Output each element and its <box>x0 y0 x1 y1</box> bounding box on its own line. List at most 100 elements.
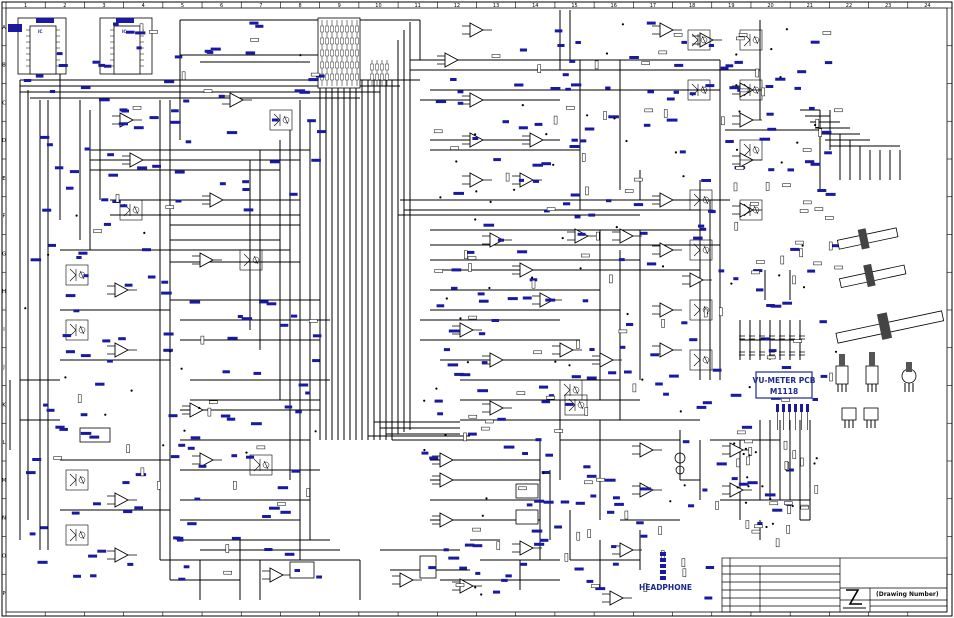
component-ref-tag <box>311 158 321 162</box>
component-ref-tag <box>269 506 280 510</box>
junction-dot <box>735 84 738 87</box>
component-ref-tag <box>688 504 695 508</box>
component-ref-tag <box>277 486 289 490</box>
component-ref-tag <box>522 296 532 300</box>
component-ref-tag <box>782 301 792 305</box>
junction-dot <box>104 413 107 416</box>
junction-dot <box>621 23 625 26</box>
op-amp <box>209 192 224 208</box>
resistor <box>793 339 802 343</box>
resistor <box>546 207 556 211</box>
border-tick-label: 7 <box>259 3 262 9</box>
component-ref-tag <box>294 569 300 572</box>
component-ref-tag <box>448 556 460 560</box>
resistor <box>682 568 687 578</box>
component-ref-tag <box>545 298 556 302</box>
resistor <box>209 400 218 404</box>
resistor <box>784 461 789 470</box>
junction-dot <box>682 175 685 178</box>
component-ref-tag <box>643 123 651 127</box>
resistor <box>505 172 510 182</box>
component-ref-tag <box>503 445 515 449</box>
component-ref-tag <box>161 291 172 295</box>
component-ref-tag <box>741 425 753 429</box>
title-block: (Drawing Number) <box>721 557 948 613</box>
component-ref-tag <box>712 368 722 372</box>
component-ref-tag <box>757 521 763 525</box>
junction-dot <box>801 244 804 247</box>
border-tick-label: 11 <box>415 3 421 9</box>
resistor <box>746 456 750 466</box>
component-ref-tag <box>459 373 471 377</box>
component-ref-tag <box>118 122 128 126</box>
component-ref-tag <box>554 525 562 529</box>
component-ref-tag <box>35 74 44 78</box>
component-ref-tag <box>118 337 126 341</box>
op-amp <box>489 400 504 416</box>
component-ref-tag <box>308 78 319 82</box>
capacitor <box>739 335 745 340</box>
op-amp <box>459 322 474 338</box>
component-ref-tag <box>279 323 289 327</box>
component-ref-tag <box>575 501 585 505</box>
junction-dot <box>168 350 172 353</box>
resistor <box>733 182 738 192</box>
component-ref-tag <box>467 432 477 436</box>
component-ref-tag <box>766 112 774 116</box>
resistor <box>780 255 785 265</box>
junction-dot <box>834 350 838 353</box>
resistor <box>814 207 824 211</box>
component-ref-tag <box>767 127 777 131</box>
component-ref-tag <box>298 383 309 387</box>
transistor-cell <box>689 299 713 321</box>
fader-drawings <box>835 227 945 428</box>
component-ref-tag <box>497 417 506 421</box>
component-ref-tag <box>104 64 112 68</box>
component-ref-tag <box>725 64 734 68</box>
op-amp <box>659 22 674 38</box>
component-ref-tag <box>613 496 620 500</box>
transistor-cell <box>687 79 711 101</box>
component-ref-tag <box>218 94 225 98</box>
junction-dot <box>162 444 165 447</box>
capacitor <box>779 335 785 340</box>
resistor <box>814 485 819 494</box>
resistor <box>467 256 477 260</box>
op-amp <box>114 547 129 563</box>
junction-dot <box>674 151 678 154</box>
component-ref-tag <box>640 534 648 538</box>
component-ref-tag <box>586 376 597 380</box>
component-ref-tag <box>607 510 615 514</box>
resistor <box>787 505 791 514</box>
component-ref-tag <box>702 488 708 492</box>
component-ref-tag <box>565 402 574 406</box>
component-ref-tag <box>590 494 597 498</box>
component-ref-tag <box>198 464 207 468</box>
resistor <box>591 584 600 588</box>
component-ref-tag <box>80 354 91 358</box>
junction-dot <box>554 360 557 363</box>
resistor <box>310 72 320 77</box>
resistor <box>818 128 822 137</box>
component-ref-tag <box>262 515 271 518</box>
component-ref-tag <box>284 552 295 556</box>
component-ref-tag <box>738 482 749 486</box>
resistor <box>433 129 443 134</box>
component-ref-tag <box>760 337 771 341</box>
component-ref-tag <box>46 408 55 412</box>
resistor <box>594 60 599 70</box>
component-ref-tag <box>62 334 72 338</box>
junction-dot <box>814 123 817 127</box>
junction-dot <box>24 307 27 310</box>
component-ref-tag <box>242 188 250 191</box>
component-ref-tag <box>69 170 79 174</box>
component-ref-tag <box>705 84 715 88</box>
component-ref-tag <box>705 566 715 569</box>
junction-dot <box>744 447 748 450</box>
component-ref-tag <box>663 392 669 396</box>
component-ref-tag <box>163 332 174 336</box>
resistor <box>782 183 791 187</box>
op-amp <box>659 242 674 258</box>
component-ref-tag <box>242 180 249 184</box>
